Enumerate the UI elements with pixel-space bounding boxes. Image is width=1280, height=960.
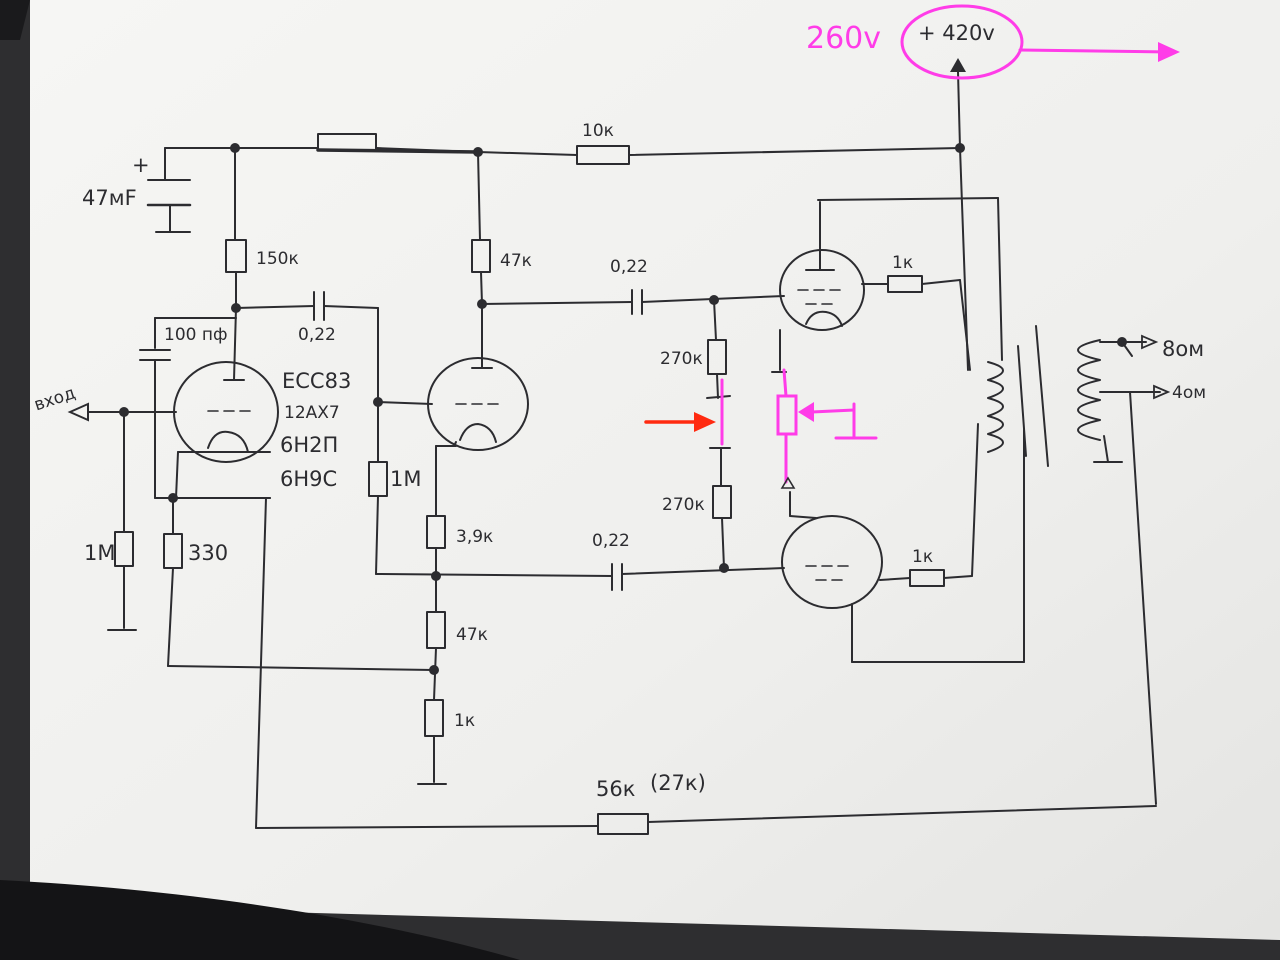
bias-pot-annotation — [771, 329, 878, 489]
output-transformer: 8ом 4ом — [817, 197, 1206, 805]
stage1-plate-circuit: 150к 0,22 — [223, 147, 379, 403]
cable-shadow-top — [0, 0, 30, 40]
grid-resistor-network: 270к 270к — [644, 299, 732, 569]
paper-sheet — [30, 0, 1280, 940]
feedback-network: 56к (27к) — [255, 771, 1157, 835]
out-4-label: 4ом — [1172, 383, 1206, 403]
r-1m-grid-label: 1M — [390, 467, 421, 491]
tube-type-labels: ECC83 12AX7 6H2П 6H9C — [280, 369, 351, 491]
r-10k-label: 10к — [582, 121, 614, 141]
stage2-grid-circuit: 1M 0,22 — [368, 397, 785, 591]
capacitor-47uf: + 47мF — [82, 147, 192, 233]
r-47k-plate-label: 47к — [500, 251, 532, 271]
stage2-cathode-circuit: 3,9к 47к 1к — [417, 441, 493, 785]
r-270k-top-label: 270к — [660, 349, 703, 369]
tube-label-1: ECC83 — [282, 369, 351, 393]
cable-shadow — [0, 880, 520, 960]
out-8-label: 8ом — [1162, 337, 1204, 361]
supply-circle-annotation — [900, 4, 1024, 80]
r-3-9k-label: 3,9к — [456, 527, 493, 547]
cap-plus-label: + — [132, 153, 150, 177]
supply-label: + 420v — [918, 21, 995, 45]
resistor-10k: 10к — [576, 121, 630, 165]
cap-100pf-label: 100 пф — [164, 325, 228, 345]
r-1k-top-label: 1к — [892, 253, 913, 273]
r-feedback-alt-label: (27к) — [650, 771, 706, 795]
cap-100pf: 100 пф — [139, 317, 237, 499]
voltage-annotation: 260v — [806, 21, 881, 56]
r-330-label: 330 — [188, 541, 228, 565]
cap-022-left-label: 0,22 — [298, 325, 336, 345]
stage1-cathode: 330 — [154, 451, 435, 829]
cap-022-bottom-label: 0,22 — [592, 531, 630, 551]
r-feedback-label: 56к — [596, 777, 635, 801]
r-47k-tail-label: 47к — [456, 625, 488, 645]
tube-v4: 1к — [781, 423, 1025, 663]
r-270k-bottom-label: 270к — [662, 495, 705, 515]
tube-label-3: 6H2П — [280, 433, 338, 457]
tube-v3: 1к — [779, 201, 971, 371]
r-150k-label: 150к — [256, 249, 299, 269]
r-1m-input-label: 1M — [84, 541, 115, 565]
tube-label-2: 12AX7 — [284, 403, 340, 423]
r-1k-bottom-label: 1к — [912, 547, 933, 567]
cap-022-top-label: 0,22 — [610, 257, 648, 277]
r-1k-tail-label: 1к — [454, 711, 475, 731]
cap-47-label: 47мF — [82, 186, 137, 210]
tube-label-4: 6H9C — [280, 467, 337, 491]
supply-terminal: + 420v 260v — [806, 4, 1180, 371]
